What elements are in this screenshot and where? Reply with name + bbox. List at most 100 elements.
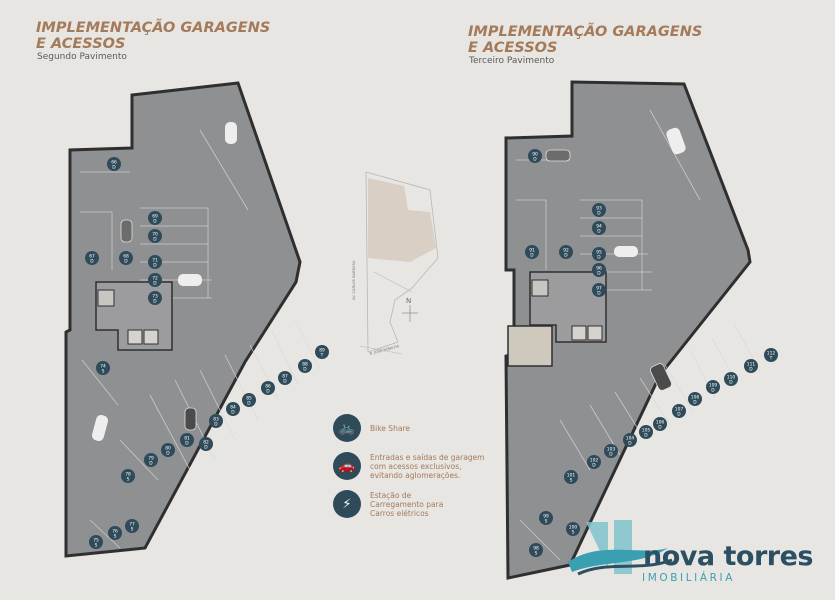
right-bike-room: [507, 325, 553, 367]
left-spot-label: D: [124, 259, 128, 265]
left-spot-badge: [148, 273, 162, 287]
right-spot-label: 107: [675, 407, 684, 413]
right-spot-label: S: [572, 530, 575, 536]
right-spot-label: D: [597, 211, 601, 217]
right-spot-label: 102: [590, 458, 599, 464]
right-spot-label: D: [749, 367, 753, 373]
left-plan-title: IMPLEMENTAÇÃO GARAGENS E ACESSOS: [36, 20, 271, 52]
left-spot-label: D: [204, 445, 208, 451]
right-spot-label: D: [693, 400, 697, 406]
left-spot-label: 69: [152, 214, 158, 220]
right-spot-label: 108: [691, 395, 700, 401]
legend-ev-charging: ⚡ Estação de Carregamento para Carros el…: [333, 490, 443, 518]
left-spot-label: D: [153, 219, 157, 225]
left-spot-label: S: [131, 527, 134, 533]
left-spot-badge: [85, 251, 99, 265]
right-spot-label: 111: [747, 362, 756, 368]
north-arrow-label: N: [406, 297, 411, 305]
left-spot-label: D: [185, 441, 189, 447]
right-spot-label: S: [570, 478, 573, 484]
left-spot-label: 66: [111, 160, 117, 166]
right-car-dark: [650, 363, 672, 391]
left-car-white: [178, 274, 202, 286]
left-spot-badge: [108, 526, 122, 540]
right-spot-label: D: [597, 229, 601, 235]
left-spot-label: S: [114, 534, 117, 540]
left-spot-badge: [161, 443, 175, 457]
right-spot-badge: [529, 543, 543, 557]
left-spot-label: 82: [203, 440, 209, 446]
site-building: [368, 178, 436, 262]
left-spot-badge: [121, 469, 135, 483]
right-spot-badge: [592, 247, 606, 261]
left-spot-label: D: [166, 451, 170, 457]
left-spot-label: D: [90, 259, 94, 265]
left-spot-label: D: [266, 389, 270, 395]
site-location-map: AV. CARLOS BARBOSA R. JOSÉ BONILHA N: [352, 171, 439, 356]
right-spot-badge: [528, 149, 542, 163]
right-spot-label: D: [644, 433, 648, 439]
right-car-white: [666, 127, 686, 155]
right-spot-badge: [623, 433, 637, 447]
left-spot-label: 79: [148, 456, 154, 462]
right-spot-badge: [706, 380, 720, 394]
left-car-dark: [184, 407, 197, 431]
left-spot-badge: [278, 371, 292, 385]
left-spot-label: 72: [152, 276, 158, 282]
left-car-white: [225, 122, 237, 144]
ev-charging-icon: ⚡: [333, 490, 361, 518]
left-spot-label: 87: [282, 374, 288, 380]
right-floor-area: [504, 80, 752, 580]
left-spot-label: 80: [165, 446, 171, 452]
site-street-1: AV. CARLOS BARBOSA: [352, 260, 356, 300]
right-core-walls: [529, 271, 607, 343]
left-spot-label: D: [153, 281, 157, 287]
right-spot-badge: [592, 203, 606, 217]
right-spot-label: 95: [596, 250, 602, 256]
left-spot-label: 84: [230, 405, 236, 411]
site-map-outline: [365, 171, 439, 353]
left-spot-label: 88: [302, 362, 308, 368]
left-car-dark: [120, 219, 133, 243]
right-spot-label: 104: [626, 436, 635, 442]
right-spot-label: 106: [656, 420, 665, 426]
left-spot-label: S: [127, 477, 130, 483]
right-spot-label: D: [564, 253, 568, 259]
left-spot-badge: [125, 519, 139, 533]
right-spot-label: S: [545, 519, 548, 525]
right-spot-badge: [764, 348, 778, 362]
right-spot-label: D: [597, 291, 601, 297]
left-spot-badge: [107, 157, 121, 171]
left-spot-label: 71: [152, 258, 158, 264]
right-stairs: [531, 279, 549, 297]
right-spot-label: S: [535, 551, 538, 557]
logo-name: nova torres: [643, 541, 813, 572]
left-spot-badge: [148, 211, 162, 225]
left-spot-label: 75: [93, 538, 99, 544]
right-spot-badge: [724, 372, 738, 386]
right-spot-label: 98: [533, 546, 539, 552]
right-spot-label: D: [592, 463, 596, 469]
left-spot-badge: [261, 381, 275, 395]
left-spot-badge: [180, 433, 194, 447]
right-spot-label: D: [597, 271, 601, 277]
legend-text: Entradas e saídas de garagem com acessos…: [370, 452, 485, 480]
left-spot-badge: [209, 414, 223, 428]
left-spot-label: 86: [265, 384, 271, 390]
left-car-white: [91, 415, 109, 441]
left-spot-label: 81: [184, 436, 190, 442]
left-spot-badge: [226, 402, 240, 416]
left-spot-badge: [148, 291, 162, 305]
right-spot-badge: [566, 522, 580, 536]
right-spot-badge: [592, 221, 606, 235]
left-floor-area: [64, 81, 302, 558]
left-spot-label: 76: [112, 529, 118, 535]
left-spot-label: D: [214, 422, 218, 428]
left-spot-label: 70: [152, 232, 158, 238]
right-spot-label: D: [711, 388, 715, 394]
legend-text: Estação de Carregamento para Carros elét…: [370, 490, 444, 518]
right-plan-title: IMPLEMENTAÇÃO GARAGENS E ACESSOS: [468, 24, 703, 56]
right-spot-badge: [672, 404, 686, 418]
left-spot-label: D: [153, 237, 157, 243]
